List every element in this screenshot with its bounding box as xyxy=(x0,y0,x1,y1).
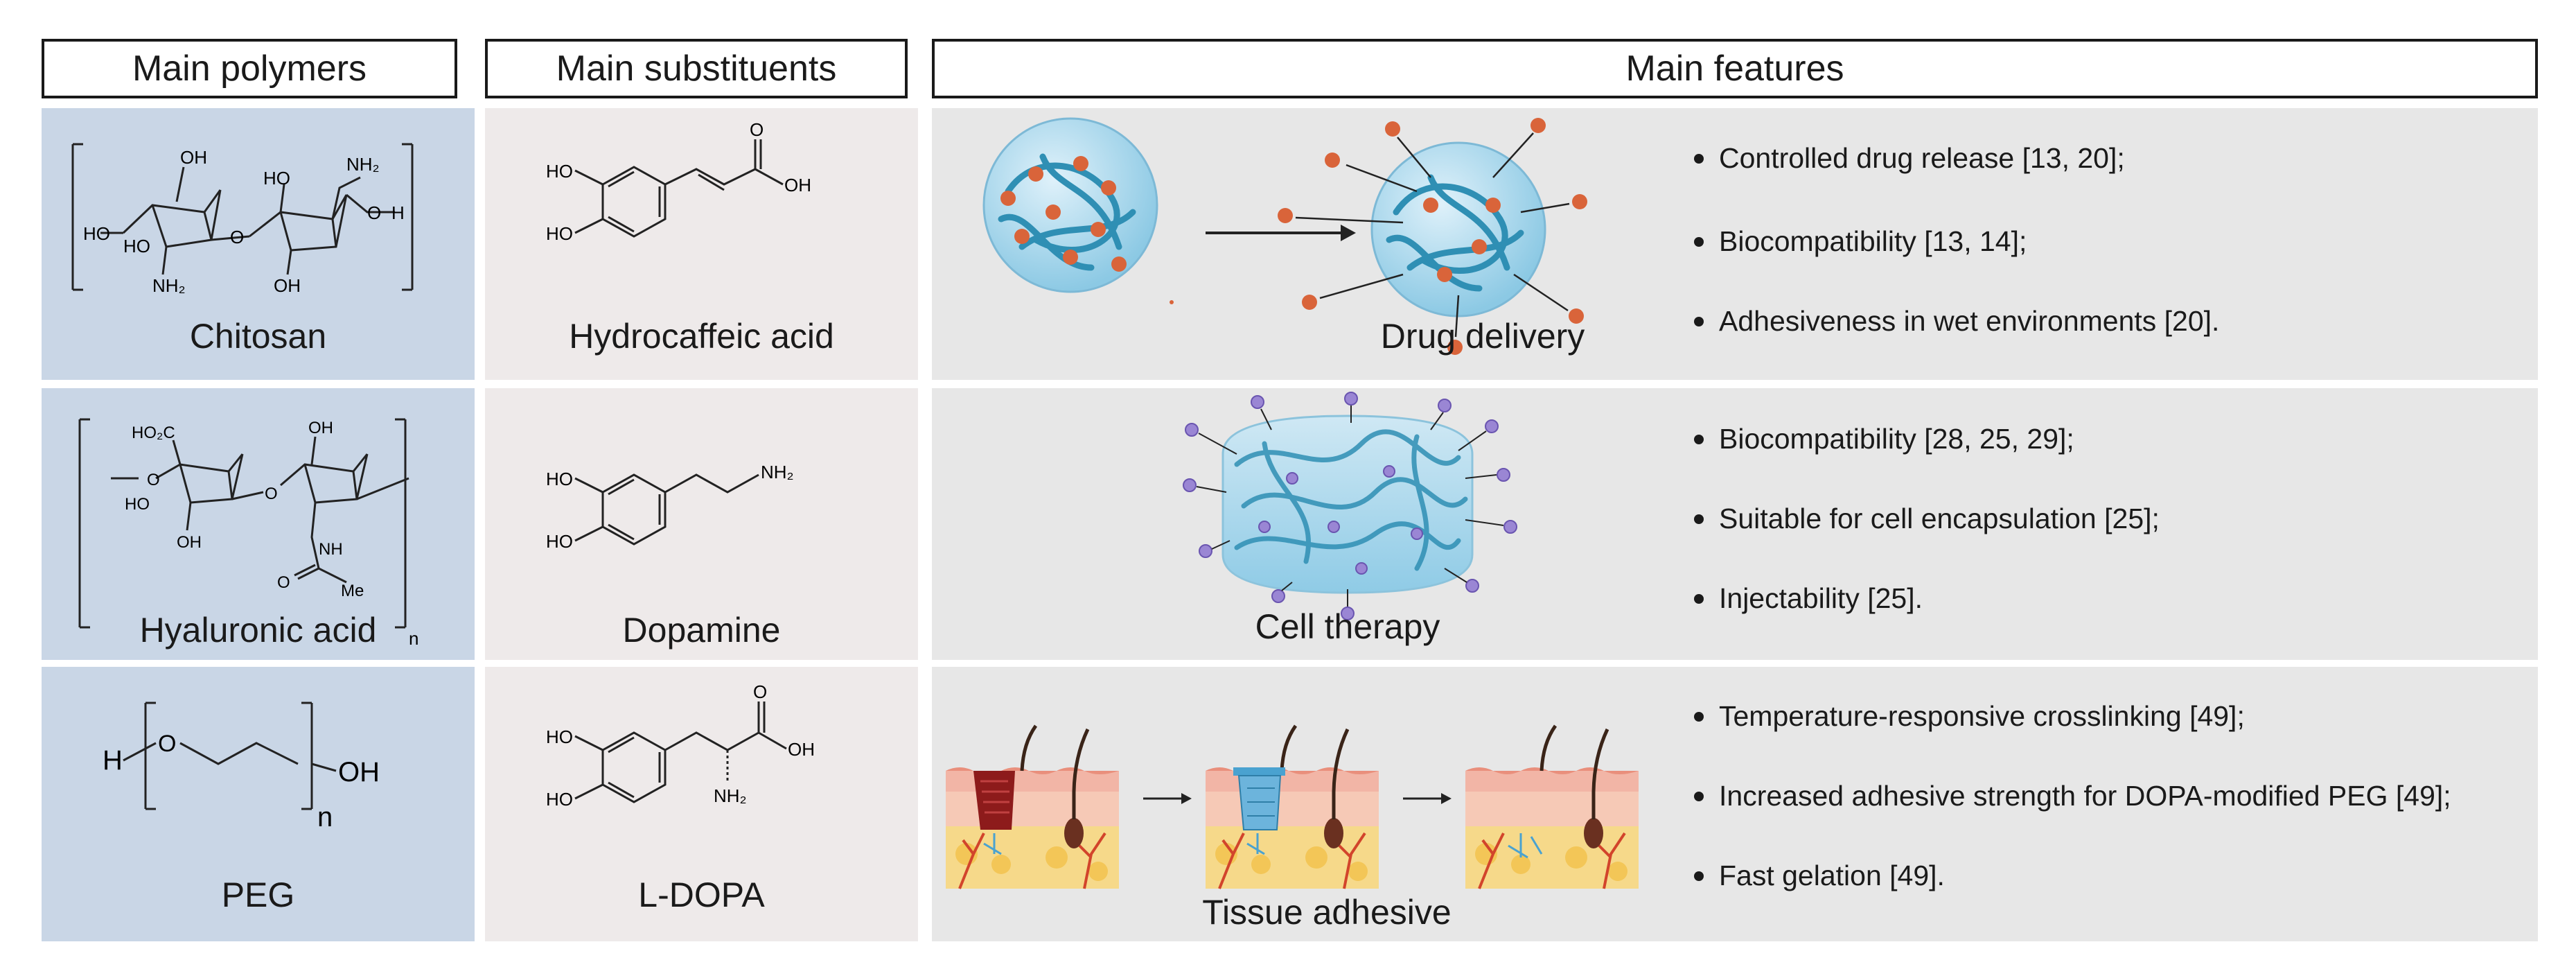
ha-o-3: O xyxy=(277,573,290,592)
bullet-dot xyxy=(1694,434,1704,444)
header-main-features: Main features xyxy=(932,39,2538,98)
chitosan-o-bridge: O xyxy=(230,227,244,247)
chitosan-h-right: H xyxy=(391,202,405,223)
ha-oh-2: OH xyxy=(308,419,333,437)
feature-cell-drug-delivery: Drug delivery xyxy=(932,108,2538,380)
ha-ho: HO xyxy=(125,495,150,514)
bullet-dot xyxy=(1694,593,1704,604)
bullet-dot xyxy=(1694,316,1704,326)
feature-text: Controlled drug release [13, 20]; xyxy=(1719,142,2125,174)
chitosan-oh-bottom: OH xyxy=(274,275,301,296)
hydrocaffeic-ho-2: HO xyxy=(546,223,573,244)
feature-text: Injectability [25]. xyxy=(1719,582,1923,614)
feature-bullet: Fast gelation [49]. xyxy=(1694,860,1945,892)
ha-me: Me xyxy=(341,582,364,600)
substituent-label-dopamine: Dopamine xyxy=(622,611,781,650)
feature-text: Biocompatibility [28, 25, 29]; xyxy=(1719,423,2074,455)
feature-text: Increased adhesive strength for DOPA-mod… xyxy=(1719,780,2451,812)
feature-bullet: Injectability [25]. xyxy=(1694,582,1923,615)
hydrocaffeic-oh: OH xyxy=(784,175,811,195)
feature-bullet: Biocompatibility [13, 14]; xyxy=(1694,225,2027,258)
drug-delivery-illustration xyxy=(982,117,1587,355)
feature-text: Adhesiveness in wet environments [20]. xyxy=(1719,305,2220,337)
chitosan-nh2-bottom: NH₂ xyxy=(152,275,186,296)
bullet-dot xyxy=(1694,236,1704,247)
dopamine-ho-2: HO xyxy=(546,531,573,552)
chitosan-ho-ring2: HO xyxy=(263,168,290,189)
substituent-label-hydrocaffeic: Hydrocaffeic acid xyxy=(569,317,834,356)
application-label-drug-delivery: Drug delivery xyxy=(1380,317,1585,356)
bullet-dot xyxy=(1694,791,1704,801)
feature-text: Temperature-responsive crosslinking [49]… xyxy=(1719,700,2245,732)
ha-ho2c: HO₂C xyxy=(132,424,175,442)
dopamine-structure: HO HO NH₂ xyxy=(546,462,794,552)
ha-o-2: O xyxy=(265,485,278,503)
feature-text: Fast gelation [49]. xyxy=(1719,860,1945,891)
ha-nh: NH xyxy=(319,540,343,559)
l-dopa-oh: OH xyxy=(788,739,815,760)
cell-therapy-illustration xyxy=(1183,392,1517,620)
polymer-label-chitosan: Chitosan xyxy=(189,317,327,356)
substituent-label-l-dopa: L-DOPA xyxy=(638,875,765,914)
application-label-tissue-adhesive: Tissue adhesive xyxy=(1202,893,1452,932)
chitosan-o-right: O xyxy=(367,202,381,223)
substituent-cell-dopamine: HO HO NH₂ Dopamine xyxy=(485,388,918,660)
chitosan-structure: HO HO OH NH₂ O HO NH₂ O H OH xyxy=(71,143,414,296)
ha-oh-1: OH xyxy=(177,533,202,552)
bullet-dot xyxy=(1694,514,1704,524)
tissue-adhesive-illustration xyxy=(932,667,1666,941)
ha-n: n xyxy=(409,628,418,649)
header-main-substituents: Main substituents xyxy=(485,39,908,98)
feature-text: Biocompatibility [13, 14]; xyxy=(1719,225,2027,257)
hydrocaffeic-o: O xyxy=(750,119,764,140)
chitosan-ho-ring: HO xyxy=(123,236,150,256)
feature-bullet: Suitable for cell encapsulation [25]; xyxy=(1694,503,2160,535)
polymer-label-hyaluronic: Hyaluronic acid xyxy=(139,611,377,650)
feature-cell-tissue-adhesive: Tissue adhesive xyxy=(932,667,2538,941)
polymer-cell-chitosan: HO HO OH NH₂ O HO NH₂ O H OH Chitosan xyxy=(42,108,475,380)
polymer-label-peg: PEG xyxy=(221,875,295,914)
ha-o-1: O xyxy=(147,471,160,489)
l-dopa-ho-2: HO xyxy=(546,789,573,810)
feature-text: Suitable for cell encapsulation [25]; xyxy=(1719,503,2160,534)
bullet-dot xyxy=(1694,153,1704,164)
feature-bullet: Controlled drug release [13, 20]; xyxy=(1694,142,2125,175)
dopamine-ho-1: HO xyxy=(546,469,573,489)
bullet-dot xyxy=(1694,871,1704,881)
l-dopa-structure: HO HO O OH NH₂ xyxy=(546,681,815,810)
peg-o: O xyxy=(158,731,176,757)
chitosan-nh2-top: NH₂ xyxy=(346,154,380,175)
feature-bullet: Temperature-responsive crosslinking [49]… xyxy=(1694,700,2245,733)
peg-structure: H O OH n xyxy=(103,702,380,833)
substituent-cell-l-dopa: HO HO O OH NH₂ L-DOPA xyxy=(485,667,918,941)
peg-h: H xyxy=(103,745,123,776)
bullet-dot xyxy=(1694,711,1704,722)
peg-oh: OH xyxy=(338,757,380,787)
substituent-cell-hydrocaffeic: HO HO O OH Hydrocaffeic acid xyxy=(485,108,918,380)
peg-n: n xyxy=(317,802,333,833)
hydrocaffeic-structure: HO HO O OH xyxy=(546,119,811,244)
l-dopa-nh2: NH₂ xyxy=(714,785,747,806)
polymer-cell-peg: H O OH n PEG xyxy=(42,667,475,941)
dopamine-nh2: NH₂ xyxy=(761,462,794,482)
chitosan-oh-top: OH xyxy=(180,147,207,168)
chitosan-ho-left: HO xyxy=(83,223,110,244)
feature-bullet: Increased adhesive strength for DOPA-mod… xyxy=(1694,780,2451,812)
hyaluronic-structure: O HO₂C HO OH O OH NH O Me n xyxy=(78,418,418,649)
hydrocaffeic-ho-1: HO xyxy=(546,161,573,182)
application-label-cell-therapy: Cell therapy xyxy=(1255,607,1440,646)
l-dopa-o: O xyxy=(753,681,767,702)
l-dopa-ho-1: HO xyxy=(546,726,573,747)
header-main-polymers: Main polymers xyxy=(42,39,457,98)
polymer-cell-hyaluronic: O HO₂C HO OH O OH NH O Me n Hyaluronic a… xyxy=(42,388,475,660)
feature-bullet: Biocompatibility [28, 25, 29]; xyxy=(1694,423,2074,455)
feature-bullet: Adhesiveness in wet environments [20]. xyxy=(1694,305,2219,338)
feature-cell-cell-therapy: Cell therapy xyxy=(932,388,2538,660)
